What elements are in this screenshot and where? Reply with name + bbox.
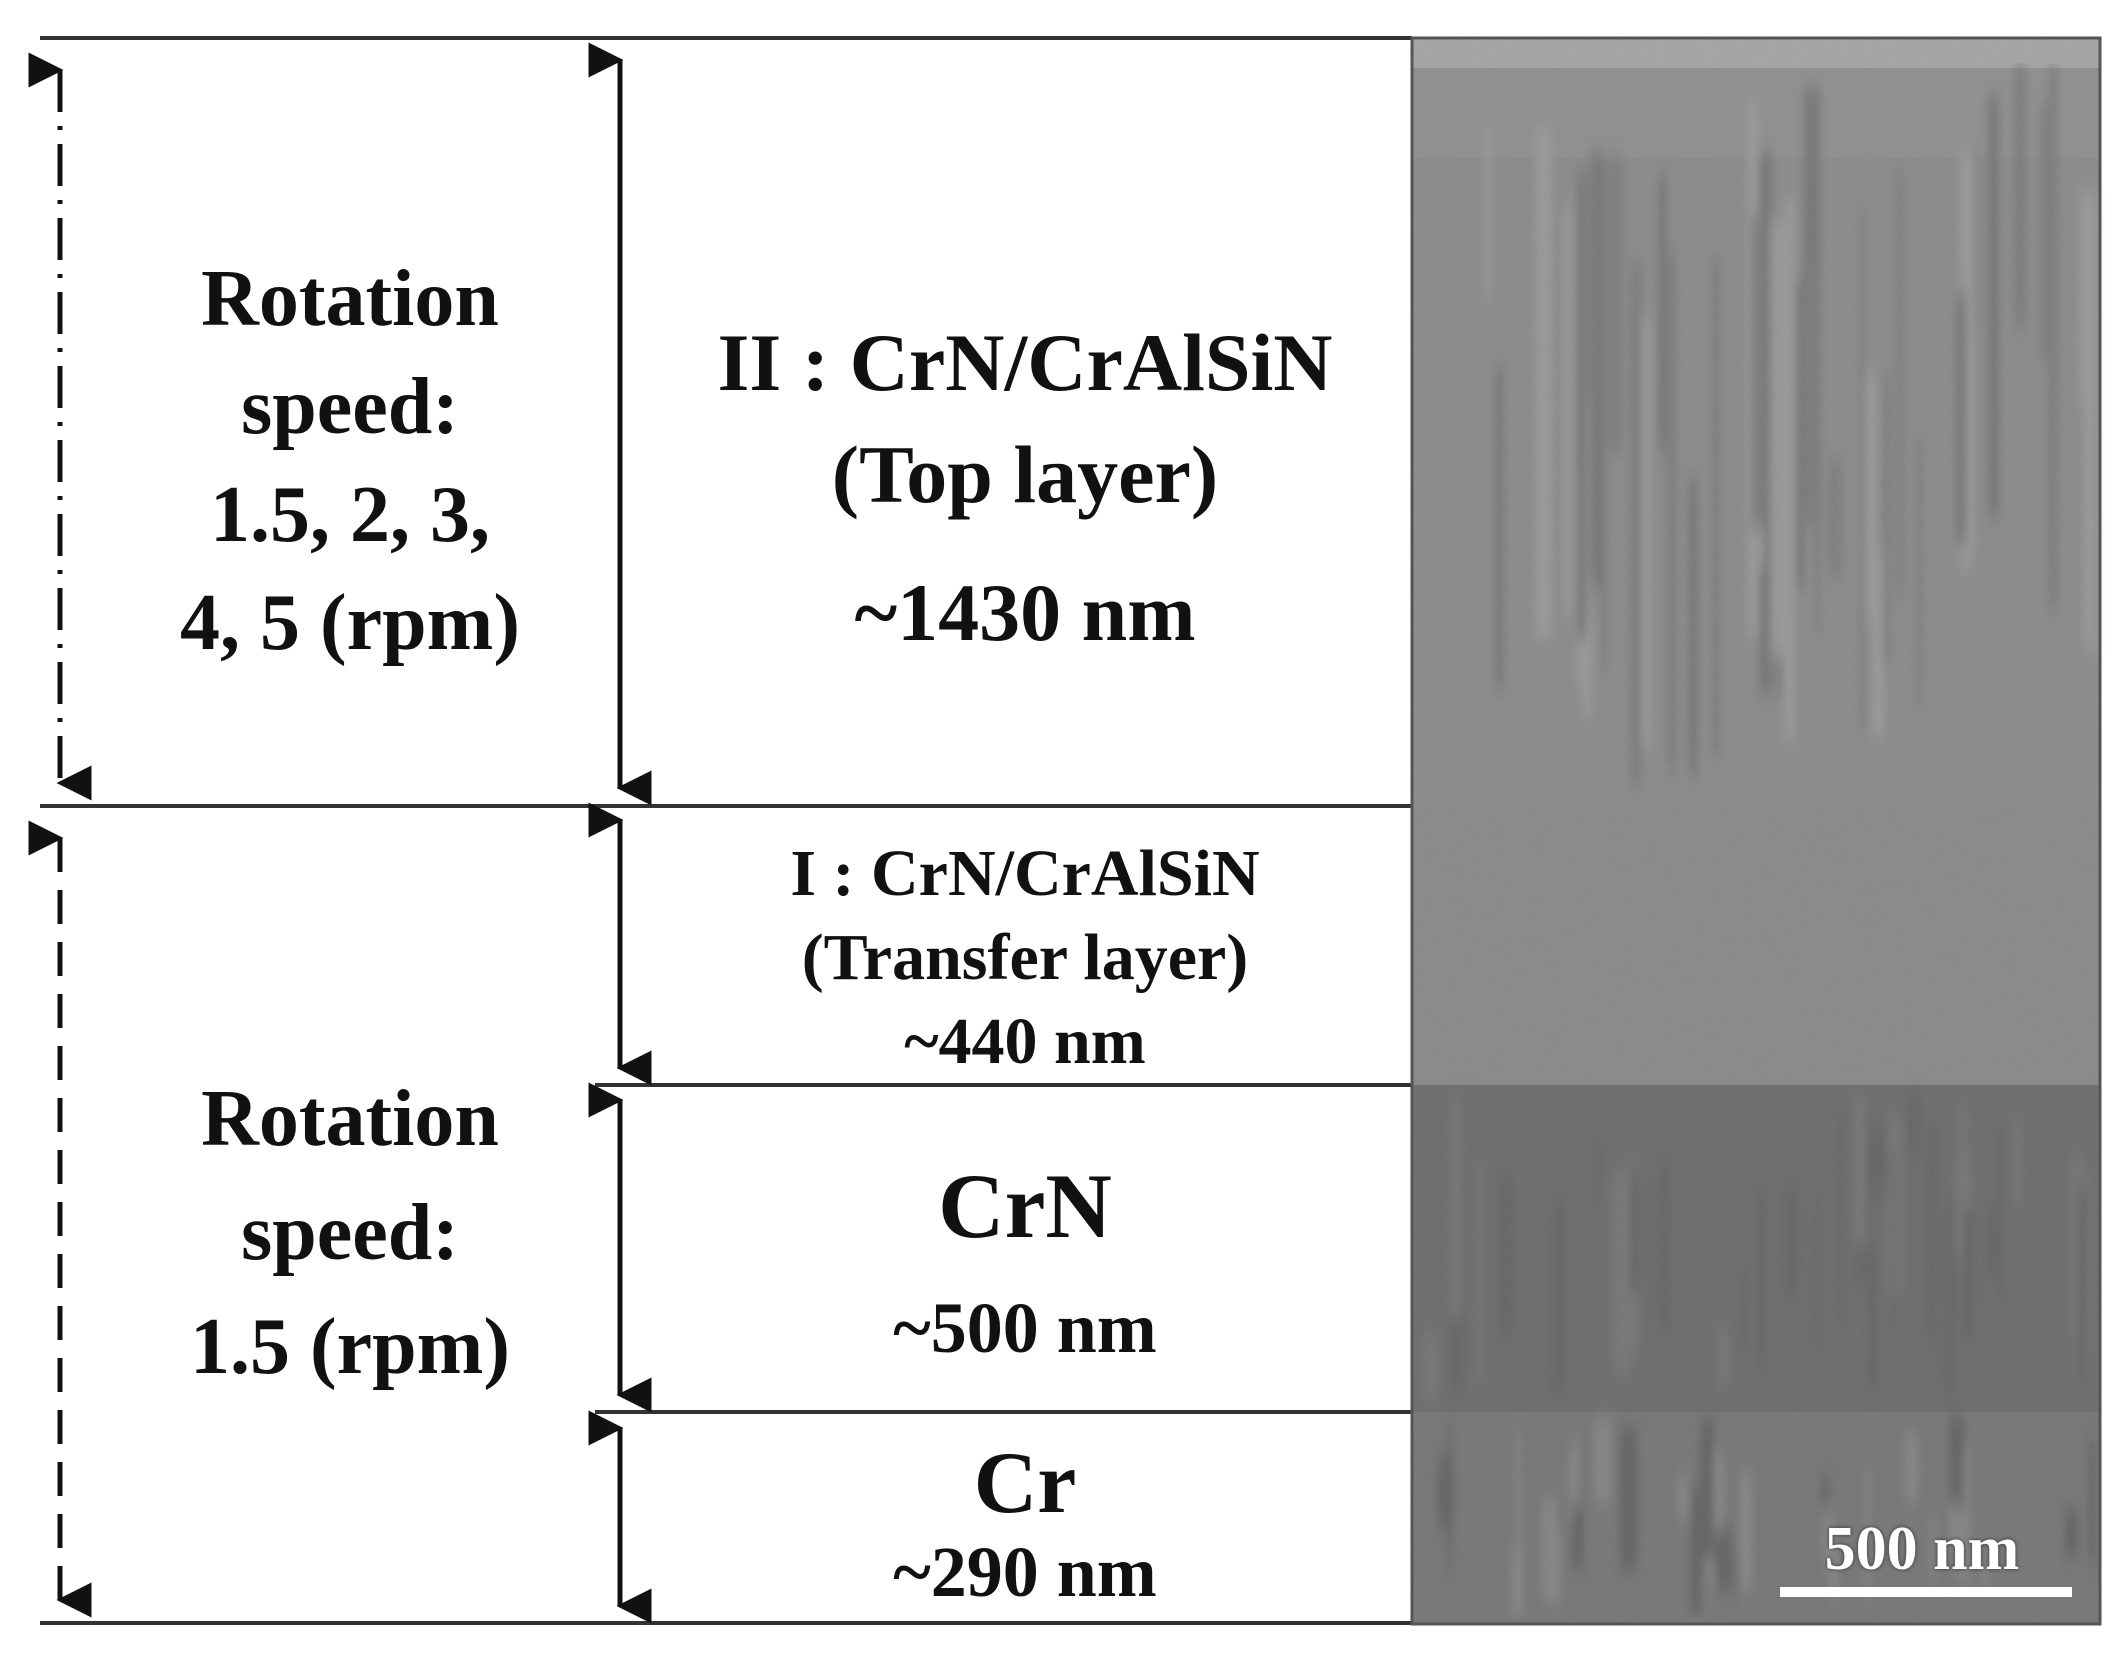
scale-bar-label: 500 nm — [1824, 1515, 2020, 1583]
upper-rotation-line-3: 1.5, 2, 3, — [210, 471, 490, 559]
upper-rotation-speed-label: Rotation speed: 1.5, 2, 3, 4, 5 (rpm) — [140, 245, 560, 677]
upper-rotation-line-4: 4, 5 (rpm) — [180, 579, 520, 667]
lower-rotation-speed-label: Rotation speed: 1.5 (rpm) — [140, 1062, 560, 1404]
upper-rotation-line-2: speed: — [241, 363, 459, 451]
top-layer-subtitle: (Top layer) — [831, 429, 1219, 520]
micrograph-panel — [1410, 36, 2102, 1626]
transfer-layer-label: I : CrN/CrAlSiN (Transfer layer) ~440 nm — [640, 832, 1410, 1084]
transfer-layer-thickness: ~440 nm — [904, 1005, 1146, 1078]
crn-layer-thickness: ~500 nm — [893, 1288, 1157, 1368]
cr-layer-name: Cr — [973, 1435, 1077, 1532]
transfer-layer-name: I : CrN/CrAlSiN — [790, 837, 1260, 910]
cr-layer-label: Cr ~290 nm — [640, 1435, 1410, 1612]
top-layer-thickness: ~1430 nm — [854, 567, 1196, 658]
transfer-layer-subtitle: (Transfer layer) — [801, 921, 1249, 994]
crn-layer-label: CrN ~500 nm — [640, 1160, 1410, 1364]
crn-layer-name: CrN — [938, 1155, 1112, 1257]
cr-layer-thickness: ~290 nm — [893, 1532, 1157, 1612]
top-layer-name: II : CrN/CrAlSiN — [717, 317, 1333, 408]
lower-rotation-line-2: speed: — [241, 1189, 459, 1277]
lower-rotation-line-1: Rotation — [201, 1075, 499, 1163]
lower-rotation-line-3: 1.5 (rpm) — [190, 1303, 510, 1391]
top-layer-label: II : CrN/CrAlSiN (Top layer) ~1430 nm — [640, 322, 1410, 654]
upper-rotation-line-1: Rotation — [201, 255, 499, 343]
